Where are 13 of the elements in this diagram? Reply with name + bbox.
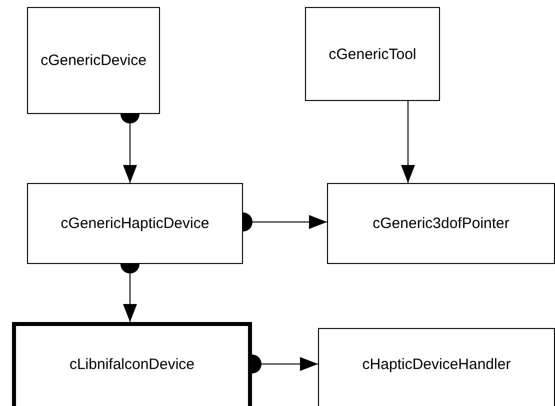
class-box xyxy=(305,7,440,101)
class-name: cLibnifalconDevice xyxy=(69,356,195,373)
class-box xyxy=(318,328,555,406)
class-name: cGenericTool xyxy=(328,46,416,62)
class-box xyxy=(27,183,243,264)
class-box xyxy=(12,322,252,406)
class-box xyxy=(27,7,160,114)
class-name: cGeneric3dofPointer xyxy=(372,215,510,232)
class-box xyxy=(327,183,555,264)
class-name: cGenericDevice xyxy=(40,52,146,69)
class-name: cHapticDeviceHandler xyxy=(362,356,511,373)
class-name: cGenericHapticDevice xyxy=(60,215,210,232)
arrow xyxy=(401,100,415,184)
